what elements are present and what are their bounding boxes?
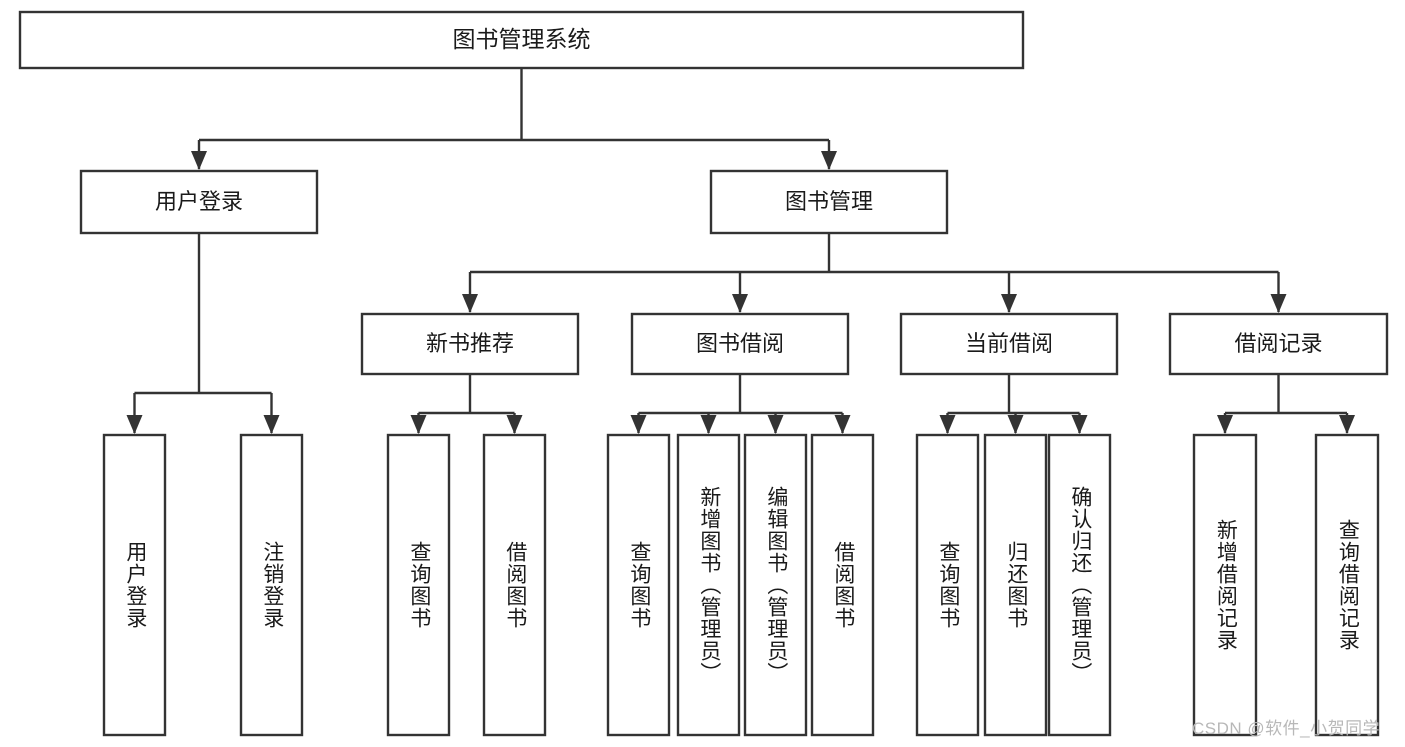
node-box[interactable]: [1168, 312, 1389, 376]
level3-node-borrow-record[interactable]: 借阅记录: [1168, 312, 1389, 376]
leaf-node-leaf-borrow-book-1[interactable]: [482, 433, 547, 737]
node-box[interactable]: [709, 169, 949, 235]
node-box[interactable]: [630, 312, 850, 376]
arrow-head-icon: [732, 294, 748, 313]
arrow-head-icon: [1071, 415, 1088, 434]
connector-layer: [126, 68, 1355, 434]
arrow-head-icon: [630, 415, 647, 434]
leaf-node-leaf-query-book-3[interactable]: [915, 433, 980, 737]
leaf-node-leaf-return-book[interactable]: [983, 433, 1048, 737]
node-box[interactable]: [18, 10, 1025, 70]
arrow-head-icon: [834, 415, 851, 434]
arrow-head-icon: [1339, 415, 1355, 434]
leaf-node-leaf-query-book-1[interactable]: [386, 433, 451, 737]
node-box[interactable]: [79, 169, 319, 235]
node-label: 图书管理: [785, 189, 873, 214]
leaf-node-leaf-query-book-2[interactable]: [606, 433, 671, 737]
leaf-node-leaf-user-login[interactable]: [102, 433, 167, 737]
arrow-head-icon: [700, 415, 717, 434]
arrow-head-icon: [191, 151, 207, 170]
arrow-head-icon: [939, 415, 956, 434]
leaf-node-leaf-query-record[interactable]: [1314, 433, 1380, 737]
node-box[interactable]: [360, 312, 580, 376]
arrow-head-icon: [1217, 415, 1233, 434]
node-label: 用户登录: [155, 189, 243, 214]
arrow-head-icon: [263, 415, 280, 434]
level3-node-current-borrow[interactable]: 当前借阅: [899, 312, 1119, 376]
leaf-node-leaf-user-logout[interactable]: [239, 433, 304, 737]
arrow-head-icon: [1001, 294, 1017, 313]
arrow-head-icon: [1270, 294, 1287, 313]
leaf-node-leaf-confirm-return[interactable]: [1047, 433, 1112, 737]
arrow-head-icon: [410, 415, 427, 434]
leaf-node-leaf-add-record[interactable]: [1192, 433, 1258, 737]
arrow-head-icon: [126, 415, 143, 434]
arrow-head-icon: [821, 151, 837, 170]
level3-node-book-borrow[interactable]: 图书借阅: [630, 312, 850, 376]
node-box[interactable]: [899, 312, 1119, 376]
level2-node-book-management[interactable]: 图书管理: [709, 169, 949, 235]
node-label: 借阅记录: [1234, 331, 1322, 356]
node-label: 当前借阅: [965, 331, 1053, 356]
level3-node-new-book-recommend[interactable]: 新书推荐: [360, 312, 580, 376]
leaf-node-leaf-add-book[interactable]: [676, 433, 741, 737]
arrow-head-icon: [1007, 415, 1024, 434]
leaf-node-leaf-borrow-book-2[interactable]: [810, 433, 875, 737]
leaf-node-leaf-edit-book[interactable]: [743, 433, 808, 737]
arrow-head-icon: [462, 294, 478, 313]
level2-node-user-login[interactable]: 用户登录: [79, 169, 319, 235]
root-node-book-management-system[interactable]: 图书管理系统: [18, 10, 1025, 70]
node-label: 新书推荐: [426, 331, 514, 356]
node-label: 图书借阅: [696, 331, 784, 356]
arrow-head-icon: [767, 415, 784, 434]
node-label: 图书管理系统: [453, 26, 591, 52]
watermark-text: CSDN @软件_小贺同学: [1192, 719, 1381, 738]
arrow-head-icon: [506, 415, 523, 434]
